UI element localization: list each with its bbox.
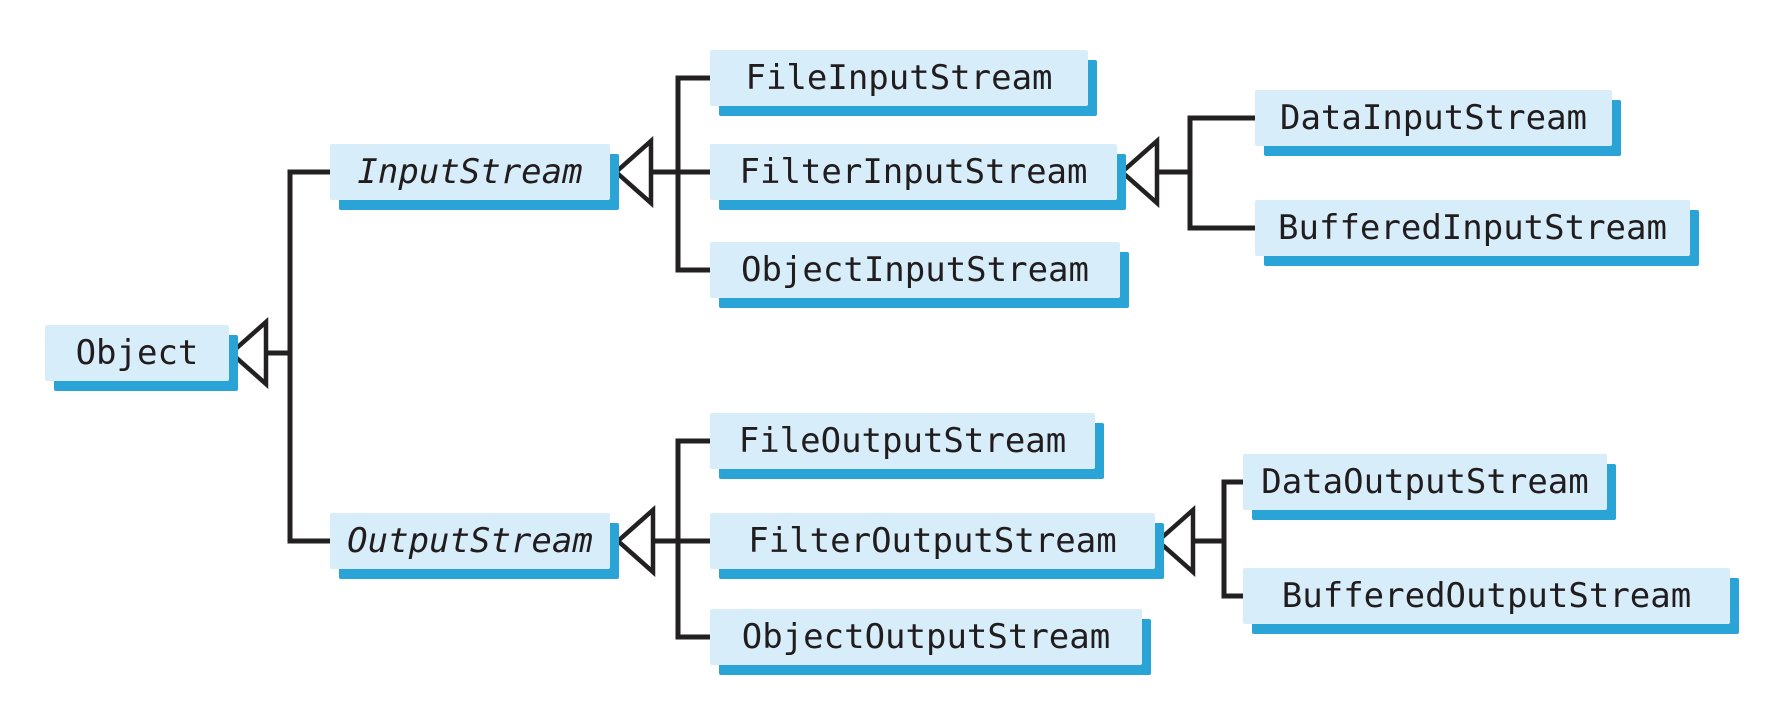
class-box-datainputstream: DataInputStream <box>1255 90 1612 146</box>
class-label-inputstream: InputStream <box>357 152 583 192</box>
class-box-object: Object <box>45 325 229 381</box>
class-label-datainputstream: DataInputStream <box>1279 98 1588 138</box>
class-label-bufferedinputstream: BufferedInputStream <box>1278 208 1667 248</box>
class-label-bufferedoutputstream: BufferedOutputStream <box>1281 576 1692 616</box>
connector-filteroutputstream-children <box>1193 479 1243 599</box>
inheritance-arrowhead-object-icon <box>227 317 269 389</box>
class-label-filteroutputstream: FilterOutputStream <box>748 521 1117 561</box>
class-label-outputstream: OutputStream <box>347 521 593 561</box>
class-label-object: Object <box>75 333 199 373</box>
class-label-objectoutputstream: ObjectOutputStream <box>741 617 1111 657</box>
class-box-bufferedoutputstream: BufferedOutputStream <box>1243 568 1730 624</box>
class-label-fileoutputstream: FileOutputStream <box>738 421 1067 461</box>
class-label-dataoutputstream: DataOutputStream <box>1261 462 1589 502</box>
class-label-objectinputstream: ObjectInputStream <box>741 250 1089 290</box>
class-box-filteroutputstream: FilterOutputStream <box>710 513 1155 569</box>
class-box-objectoutputstream: ObjectOutputStream <box>710 609 1142 665</box>
connector-outputstream-children <box>653 438 710 640</box>
connector-filterinputstream-children <box>1157 115 1255 231</box>
class-label-filterinputstream: FilterInputStream <box>739 152 1088 192</box>
inheritance-arrowhead-filteroutputstream-icon <box>1154 505 1196 577</box>
class-box-fileinputstream: FileInputStream <box>710 50 1088 106</box>
class-box-bufferedinputstream: BufferedInputStream <box>1255 200 1690 256</box>
inheritance-arrowhead-inputstream-icon <box>612 136 654 208</box>
class-box-inputstream: InputStream <box>330 144 610 200</box>
inheritance-arrowhead-filterinputstream-icon <box>1118 136 1160 208</box>
inheritance-arrowhead-outputstream-icon <box>614 505 656 577</box>
class-box-outputstream: OutputStream <box>330 513 610 569</box>
connector-object-children <box>266 169 330 544</box>
connector-inputstream-children <box>651 75 710 273</box>
class-box-objectinputstream: ObjectInputStream <box>710 242 1120 298</box>
class-box-filterinputstream: FilterInputStream <box>710 144 1117 200</box>
class-label-fileinputstream: FileInputStream <box>745 58 1053 98</box>
class-box-dataoutputstream: DataOutputStream <box>1243 454 1607 510</box>
class-box-fileoutputstream: FileOutputStream <box>710 413 1095 469</box>
